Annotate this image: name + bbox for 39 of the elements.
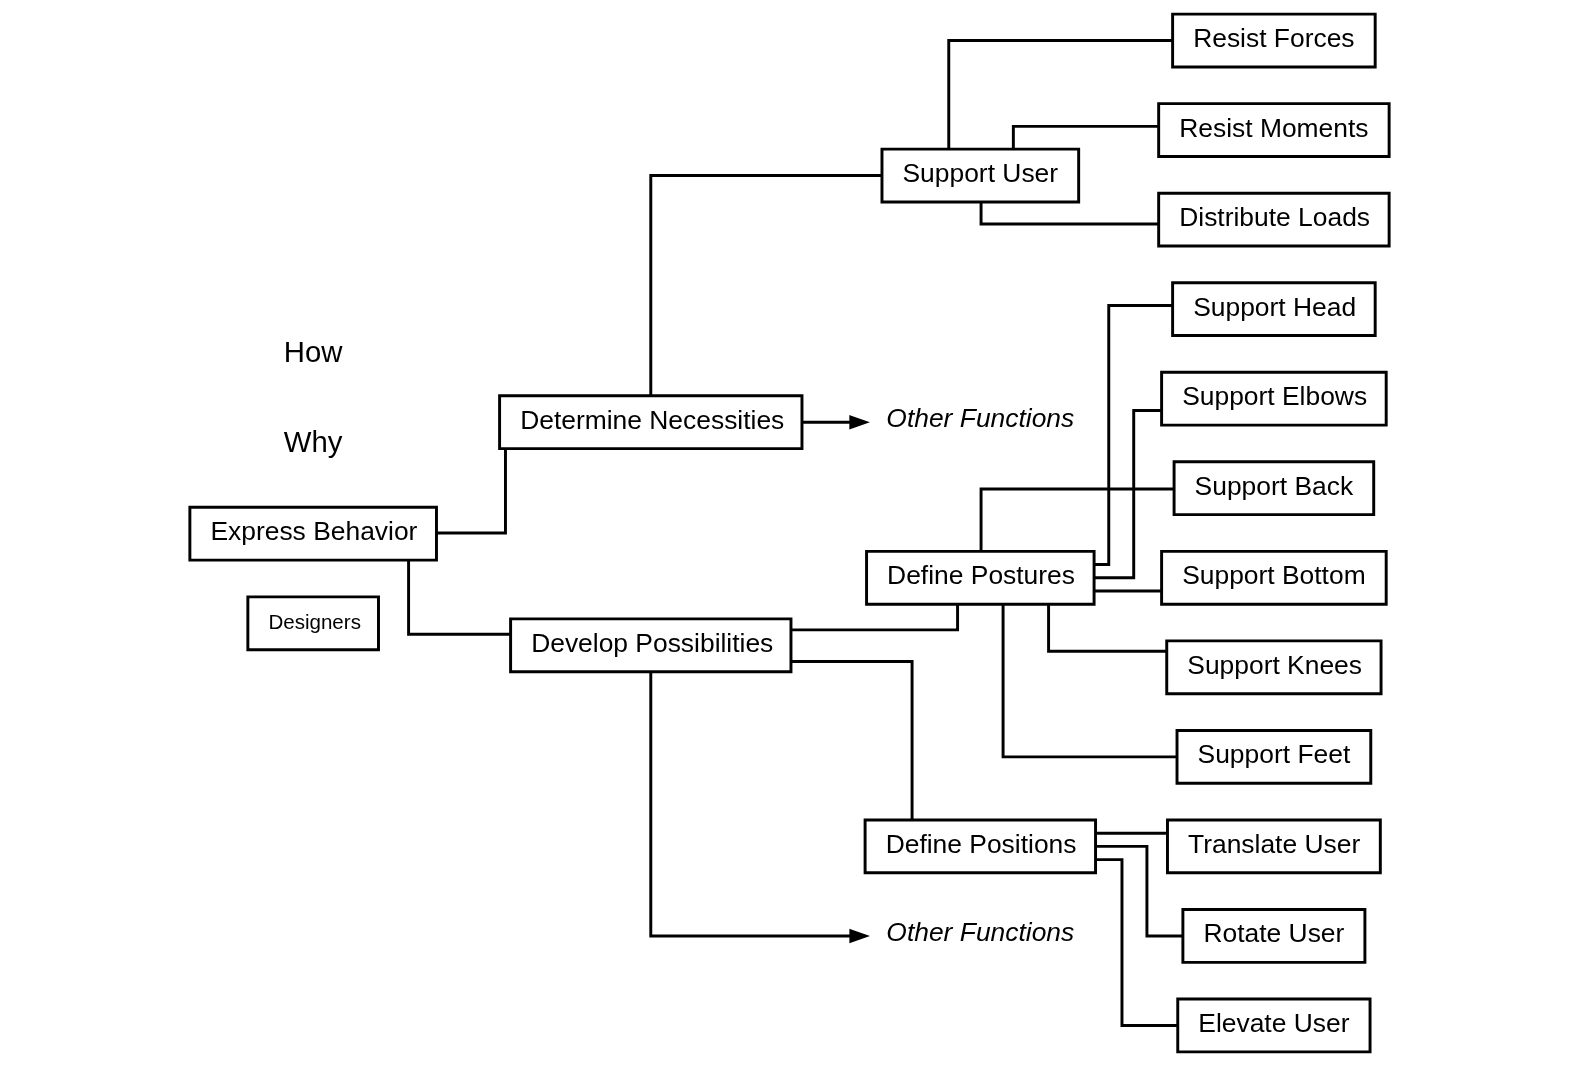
- connector: [1095, 844, 1182, 938]
- node-box: Support Bottom: [1159, 549, 1388, 606]
- connector: [436, 449, 507, 535]
- connector: [946, 39, 1172, 149]
- node-box: Determine Necessities: [497, 394, 803, 451]
- node-box: Rotate User: [1180, 908, 1366, 964]
- node-box: Distribute Loads: [1156, 191, 1391, 248]
- node-box: Define Postures: [864, 549, 1096, 606]
- connector: [1094, 304, 1173, 567]
- connector: [1093, 589, 1161, 593]
- connector: [979, 487, 1174, 552]
- arrow: [648, 672, 870, 944]
- connector: [406, 560, 511, 636]
- arrow: [801, 414, 870, 430]
- node-box: Support Knees: [1164, 639, 1383, 696]
- connector: [1095, 858, 1178, 1027]
- node-box: Resist Forces: [1170, 12, 1377, 69]
- connector: [648, 174, 882, 396]
- node-box: Translate User: [1165, 818, 1382, 875]
- label: How: [283, 334, 343, 368]
- node-text: Other Functions: [885, 403, 1074, 434]
- connector: [1093, 408, 1161, 580]
- node-box: Develop Possibilities: [508, 617, 792, 674]
- label: Why: [283, 424, 342, 458]
- node-text: Other Functions: [885, 916, 1074, 947]
- connector: [1046, 604, 1166, 653]
- node-box: Designers: [245, 595, 380, 652]
- node-box: Support Elbows: [1159, 370, 1388, 427]
- node-box: Support User: [880, 147, 1080, 204]
- connector: [790, 659, 914, 820]
- node-box: Support Feet: [1175, 728, 1372, 785]
- connector: [1001, 604, 1177, 759]
- node-box: Support Head: [1170, 281, 1377, 338]
- node-box: Support Back: [1172, 460, 1375, 517]
- node-box: Elevate User: [1175, 997, 1371, 1054]
- node-box: Define Positions: [863, 818, 1097, 875]
- node-box: Resist Moments: [1156, 102, 1391, 158]
- connector: [1095, 831, 1167, 835]
- node-box: Express Behavior: [187, 505, 438, 562]
